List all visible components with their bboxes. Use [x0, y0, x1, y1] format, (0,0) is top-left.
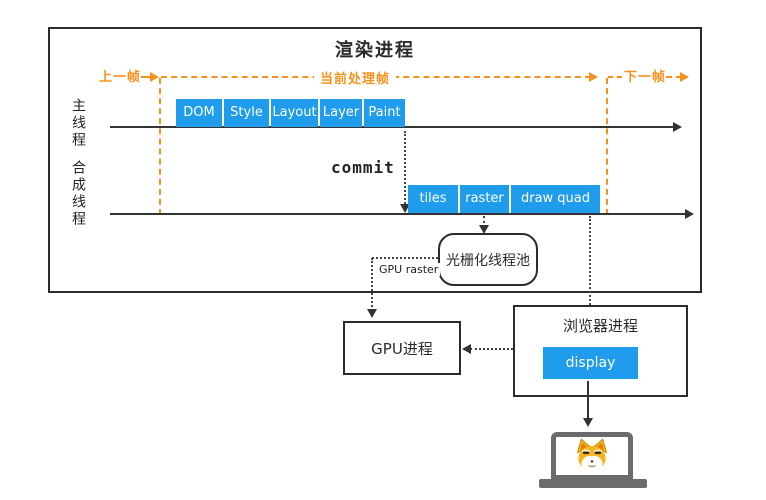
prev-frame-line [141, 76, 153, 78]
next-frame-arrow-icon [680, 72, 689, 82]
frame-boundary-left-line [159, 78, 161, 215]
raster-to-pool-line [483, 216, 485, 227]
raster-to-pool-arrow-icon [479, 225, 489, 234]
stage-dom: DOM [176, 99, 222, 127]
stage-tiles: tiles [408, 185, 458, 213]
gpu-raster-label: GPU raster [377, 263, 441, 276]
commit-label: commit [331, 158, 395, 177]
main-thread-timeline [110, 126, 676, 128]
gpu-process-label: GPU进程 [371, 339, 433, 358]
gpu-raster-line-horizontal [372, 257, 438, 259]
gpu-process-box: GPU进程 [343, 321, 461, 375]
stage-paint: Paint [364, 99, 405, 127]
prev-frame-label: 上一帧 [99, 70, 142, 85]
display-label: display [565, 355, 616, 371]
main-thread-label: 主线程 [70, 98, 86, 149]
stage-style: Style [224, 99, 269, 127]
frame-boundary-right-line [606, 78, 608, 215]
stage-raster: raster [460, 185, 509, 213]
next-frame-line-right [666, 76, 682, 78]
display-to-laptop-line [587, 381, 589, 420]
prev-frame-arrow-icon [150, 72, 159, 82]
main-thread-timeline-arrow-icon [673, 122, 682, 132]
browser-process-label: 浏览器进程 [562, 317, 638, 335]
stage-layout: Layout [271, 99, 318, 127]
next-frame-line-left [608, 76, 622, 78]
laptop-screen [551, 432, 633, 480]
current-frame-arrow-icon [589, 72, 598, 82]
current-frame-label: 当前处理帧 [314, 68, 397, 87]
compositor-thread-stages: tiles raster draw quad [408, 185, 600, 213]
gpu-raster-arrow-icon [367, 309, 377, 318]
commit-arrow-icon [400, 204, 410, 213]
laptop-base [539, 479, 647, 488]
main-thread-stages: DOM Style Layout Layer Paint [176, 99, 405, 127]
drawquad-to-display-line [589, 216, 591, 333]
doge-icon [576, 438, 608, 472]
display-to-laptop-arrow-icon [583, 418, 593, 427]
stage-draw-quad: draw quad [511, 185, 600, 213]
browser-to-gpu-line [470, 348, 513, 350]
raster-pool-box: 光栅化线程池 [438, 233, 538, 286]
compositor-thread-timeline [110, 213, 688, 215]
raster-pool-label: 光栅化线程池 [446, 252, 530, 269]
display-box: display [543, 347, 638, 379]
compositor-thread-label: 合成线程 [70, 160, 86, 228]
commit-arrow-line [404, 131, 406, 204]
next-frame-label: 下一帧 [624, 70, 667, 85]
gpu-raster-line-vertical [371, 258, 373, 311]
browser-to-gpu-arrow-icon [462, 344, 471, 354]
compositor-timeline-arrow-icon [685, 209, 694, 219]
stage-layer: Layer [320, 99, 362, 127]
render-process-title: 渲染进程 [335, 40, 415, 61]
